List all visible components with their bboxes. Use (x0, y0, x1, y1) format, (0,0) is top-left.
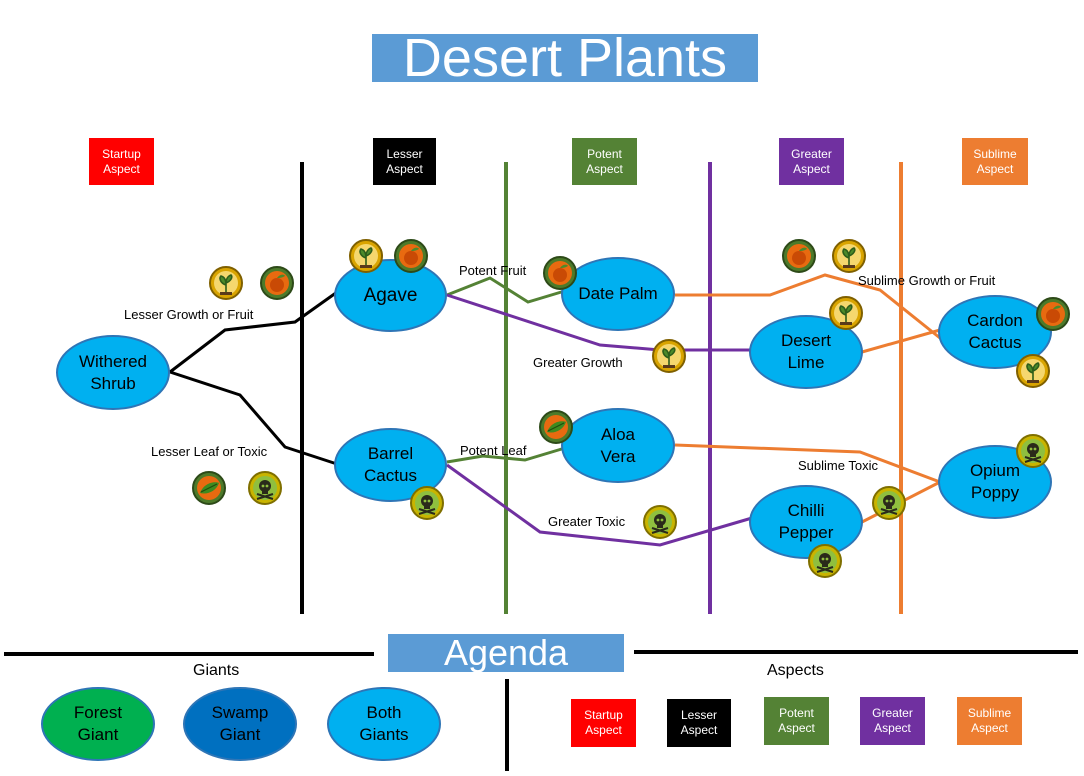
agenda-divider (505, 679, 509, 771)
toxic-icon (1016, 434, 1050, 468)
leaf-icon (539, 410, 573, 444)
edge-desertlime-to-cardon (861, 328, 941, 354)
node-opium-poppy: Opium Poppy (938, 445, 1052, 519)
agenda-rule-right (634, 650, 1078, 654)
leaf-icon (192, 471, 226, 505)
legend-startup-aspect: Startup Aspect (571, 699, 636, 747)
edge-shrub-to-barrel (169, 370, 341, 467)
potent-divider (504, 162, 508, 614)
fruit-icon (394, 239, 428, 273)
label-greater-toxic: Greater Toxic (548, 514, 626, 529)
greater-divider (708, 162, 712, 614)
label-sublime-toxic: Sublime Toxic (798, 458, 878, 473)
toxic-icon (872, 486, 906, 520)
agenda-title: Agenda (388, 634, 624, 672)
label-potent-leaf: Potent Leaf (460, 443, 527, 458)
fruit-icon (260, 266, 294, 300)
legend-forest-giant: Forest Giant (41, 687, 155, 761)
header-potent-aspect: Potent Aspect (572, 138, 637, 185)
node-aloa-vera: Aloa Vera (561, 408, 675, 483)
agenda-rule-left (4, 652, 374, 656)
lesser-divider (300, 162, 304, 614)
legend-greater-aspect: Greater Aspect (860, 697, 925, 745)
toxic-icon (248, 471, 282, 505)
edge-shrub-to-agave (169, 288, 341, 374)
edge-aloavera-to-opium (674, 443, 941, 484)
node-barrel-cactus: Barrel Cactus (334, 428, 447, 502)
growth-icon (832, 239, 866, 273)
growth-icon (652, 339, 686, 373)
header-startup-aspect: Startup Aspect (89, 138, 154, 185)
growth-icon (209, 266, 243, 300)
page-title: Desert Plants (372, 31, 758, 85)
label-lesser-leaf-toxic: Lesser Leaf or Toxic (151, 444, 268, 459)
edge-agave-to-desertlime (446, 293, 752, 352)
edge-barrel-to-aloavera (446, 446, 566, 464)
label-sublime-growth-fruit: Sublime Growth or Fruit (858, 273, 996, 288)
node-agave: Agave (334, 259, 447, 332)
growth-icon (349, 239, 383, 273)
edge-agave-to-datepalm (446, 276, 569, 304)
node-withered-shrub: Withered Shrub (56, 335, 170, 410)
node-chilli-pepper: Chilli Pepper (749, 485, 863, 559)
legend-swamp-giant: Swamp Giant (183, 687, 297, 761)
toxic-icon (808, 544, 842, 578)
toxic-icon (643, 505, 677, 539)
edge-datepalm-to-cardon (675, 273, 941, 340)
legend-sublime-aspect: Sublime Aspect (957, 697, 1022, 745)
header-greater-aspect: Greater Aspect (779, 138, 844, 185)
legend-both-giants: Both Giants (327, 687, 441, 761)
legend-potent-aspect: Potent Aspect (764, 697, 829, 745)
growth-icon (1016, 354, 1050, 388)
header-lesser-aspect: Lesser Aspect (373, 138, 436, 185)
toxic-icon (410, 486, 444, 520)
node-date-palm: Date Palm (561, 257, 675, 331)
legend-lesser-aspect: Lesser Aspect (667, 699, 731, 747)
label-lesser-growth-fruit: Lesser Growth or Fruit (124, 307, 254, 322)
fruit-icon (1036, 297, 1070, 331)
fruit-icon (543, 256, 577, 290)
giants-heading: Giants (193, 662, 240, 679)
sublime-divider (899, 162, 903, 614)
edge-barrel-to-chilli (446, 463, 753, 547)
growth-icon (829, 296, 863, 330)
aspects-heading: Aspects (767, 662, 824, 679)
fruit-icon (782, 239, 816, 273)
label-greater-growth: Greater Growth (533, 355, 623, 370)
header-sublime-aspect: Sublime Aspect (962, 138, 1028, 185)
label-potent-fruit: Potent Fruit (459, 263, 527, 278)
